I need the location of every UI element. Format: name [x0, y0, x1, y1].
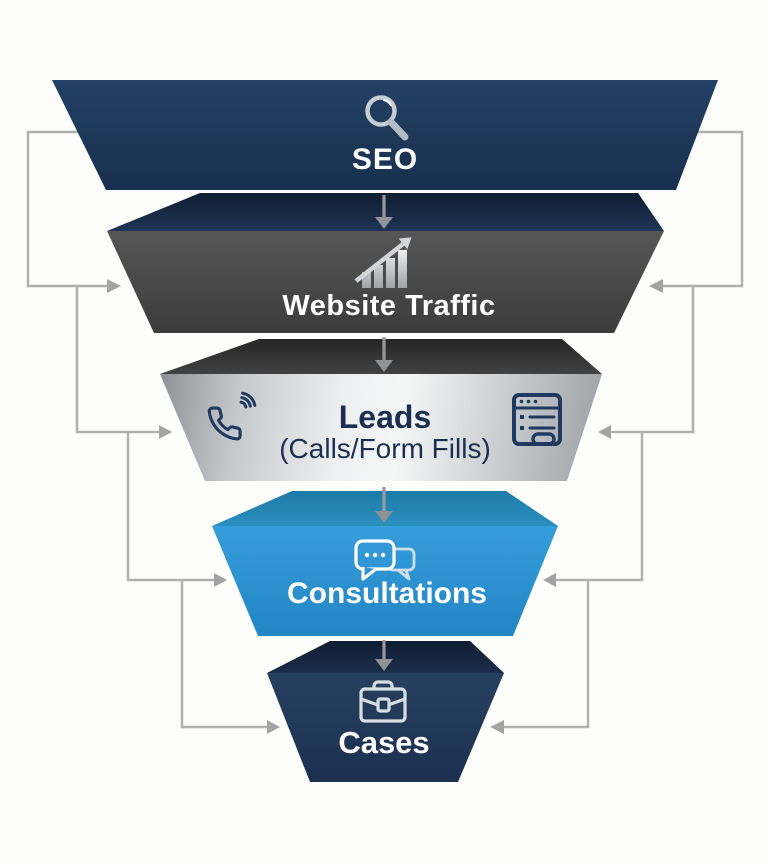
bypass-left-3-line	[126, 431, 215, 582]
bypass-arrowheads	[107, 279, 663, 734]
form-fill-icon	[512, 393, 562, 446]
growth-arrow-head	[398, 237, 412, 250]
flow-arrow-3	[375, 487, 393, 523]
bypass-right-3-line	[555, 431, 644, 582]
stage-label-leads: Leads	[339, 399, 431, 435]
bypass-left-3-arrowhead	[214, 573, 227, 587]
stage-sublabel-leads: (Calls/Form Fills)	[279, 433, 491, 464]
bypass-right-1-line	[662, 130, 744, 288]
phone-call-icon	[207, 391, 257, 441]
bypass-right-3-arrowhead	[543, 573, 556, 587]
stage-seo-face	[52, 80, 718, 190]
bypass-right-4-arrowhead	[490, 720, 504, 734]
stage-label-website-traffic: Website Traffic	[282, 290, 495, 322]
bypass-left-4-line	[180, 579, 268, 729]
flow-arrow-3-head	[375, 511, 393, 523]
bypass-right-1-arrowhead	[649, 279, 663, 293]
flow-arrow-1-head	[375, 217, 393, 229]
bypass-connectors	[26, 130, 744, 729]
stage-label-consultations: Consultations	[287, 577, 487, 610]
bypass-left-1-line	[26, 130, 108, 288]
stage-label-seo: SEO	[352, 143, 418, 176]
flow-arrows	[375, 195, 393, 671]
bypass-right-2-arrowhead	[598, 425, 611, 439]
flow-arrow-2	[375, 337, 393, 372]
bypass-right-2-line	[610, 285, 695, 434]
stage-leads-top-face	[160, 339, 602, 374]
flow-arrow-4	[375, 640, 393, 671]
bypass-left-2-line	[75, 285, 160, 434]
stage-leads-face	[160, 374, 602, 481]
bypass-left-1-arrowhead	[107, 279, 121, 293]
bypass-left-4-arrowhead	[267, 720, 280, 734]
stage-website-traffic-face	[107, 231, 664, 333]
phone-handset	[207, 406, 242, 441]
briefcase-icon	[359, 680, 407, 723]
stage-consultations-face	[212, 526, 558, 636]
flow-arrow-2-head	[375, 360, 393, 372]
flow-arrow-4-head	[375, 659, 393, 671]
magnifier-icon	[365, 95, 409, 141]
stage-label-cases: Cases	[338, 725, 429, 760]
flow-arrow-1	[375, 195, 393, 229]
bypass-left-2-arrowhead	[159, 425, 172, 439]
bypass-right-4-line	[502, 579, 590, 729]
growth-chart-icon	[354, 237, 412, 288]
stage-cases-face	[267, 673, 504, 782]
chat-bubbles-icon	[354, 539, 416, 581]
